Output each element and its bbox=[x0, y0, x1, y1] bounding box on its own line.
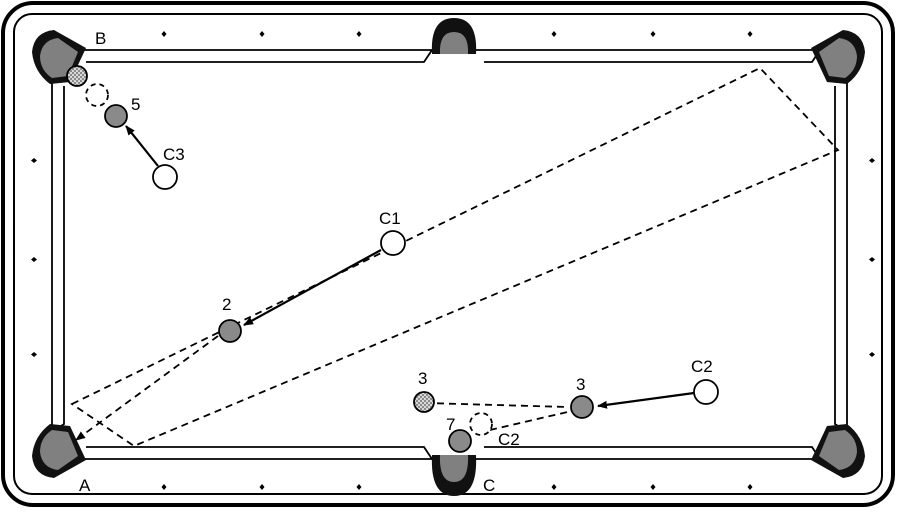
ball-2 bbox=[219, 320, 241, 342]
label-cue-c2-ghost: C2 bbox=[498, 430, 520, 449]
label-cue-c1: C1 bbox=[379, 209, 401, 228]
ball-3 bbox=[571, 396, 593, 418]
label-ball-3-checkered: 3 bbox=[418, 369, 427, 388]
label-cue-c3: C3 bbox=[163, 145, 185, 164]
checkered-ball-3 bbox=[414, 392, 434, 412]
label-pocket-a: A bbox=[79, 476, 91, 495]
label-pocket-c: C bbox=[483, 476, 495, 495]
ghost-ball-c2 bbox=[470, 413, 492, 435]
label-ball-2: 2 bbox=[222, 295, 231, 314]
ball-5 bbox=[105, 105, 127, 127]
label-cue-c2: C2 bbox=[691, 357, 713, 376]
label-pocket-b: B bbox=[95, 29, 106, 48]
checkered-ball-top-left bbox=[67, 66, 87, 86]
label-ball-7: 7 bbox=[446, 415, 455, 434]
label-ball-5: 5 bbox=[131, 95, 140, 114]
cue-ball-c2 bbox=[694, 380, 718, 404]
cue-ball-c3 bbox=[153, 165, 177, 189]
cue-ball-c1 bbox=[381, 231, 405, 255]
ghost-ball-top-left bbox=[86, 84, 108, 106]
label-ball-3: 3 bbox=[576, 375, 585, 394]
